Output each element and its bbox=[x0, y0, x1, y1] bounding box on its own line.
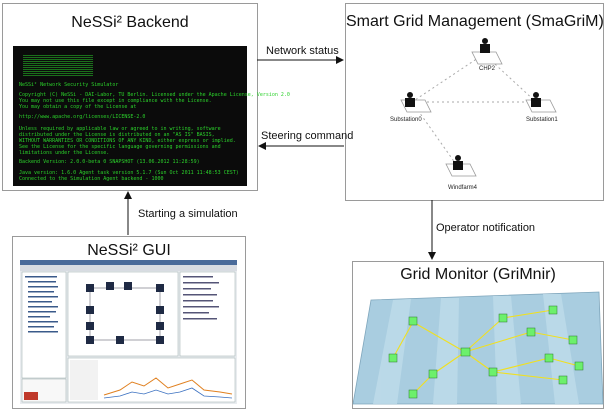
substation1-label: Substation1 bbox=[526, 117, 558, 123]
person-icon bbox=[455, 155, 461, 161]
terminal-line: You may not use this file except in comp… bbox=[19, 98, 212, 104]
person-icon bbox=[407, 92, 413, 98]
person-icon bbox=[533, 92, 539, 98]
windfarm4-node[interactable] bbox=[445, 155, 477, 177]
backend-panel: NeSSi² Backend NeSSi² Network Security S… bbox=[2, 3, 290, 191]
terminal-line: NeSSi² Network Security Simulator bbox=[19, 82, 119, 88]
terminal-line: Copyright (C) NeSSi - DAI-Labor, TU Berl… bbox=[19, 92, 290, 98]
person-icon bbox=[482, 38, 488, 44]
starting-simulation-label: Starting a simulation bbox=[138, 208, 238, 220]
windfarm4-label: Windfarm4 bbox=[448, 185, 478, 191]
steering-command-label: Steering command bbox=[261, 130, 354, 142]
gui-screenshot bbox=[20, 260, 237, 404]
gui-title: NeSSi² GUI bbox=[87, 242, 171, 259]
chp2-label: CHP2 bbox=[479, 66, 496, 72]
terminal-line: See the License for the specific languag… bbox=[19, 144, 221, 150]
smagrim-title: Smart Grid Management (SmaGriM) bbox=[346, 13, 604, 30]
network-status-label: Network status bbox=[266, 45, 339, 57]
grid-monitor-view bbox=[352, 291, 604, 405]
substation0-label: Substation0 bbox=[390, 117, 422, 123]
grimnir-panel: Grid Monitor (GriMnir) bbox=[352, 261, 604, 409]
substation0-node[interactable] bbox=[400, 92, 432, 113]
substation1-node[interactable] bbox=[525, 92, 557, 113]
smagrim-panel: Smart Grid Management (SmaGriM) bbox=[345, 3, 604, 201]
backend-title: NeSSi² Backend bbox=[71, 14, 189, 31]
chp2-node[interactable] bbox=[471, 38, 503, 65]
terminal-line: WITHOUT WARRANTIES OR CONDITIONS OF ANY … bbox=[19, 138, 236, 144]
smagrim-graph bbox=[400, 38, 557, 177]
grimnir-title: Grid Monitor (GriMnir) bbox=[400, 266, 556, 283]
terminal-line: You may obtain a copy of the License at bbox=[19, 104, 137, 110]
terminal-line: http://www.apache.org/licenses/LICENSE-2… bbox=[19, 114, 146, 120]
terminal-line: Backend Version: 2.0.0-beta 0 SNAPSHOT (… bbox=[19, 159, 200, 165]
terminal-line: Java version: 1.6.0 Agent task version 5… bbox=[19, 170, 239, 176]
terminal-line: Connected to the Simulation Agent backen… bbox=[19, 176, 164, 182]
terminal-line: limitations under the License. bbox=[19, 150, 110, 156]
backend-terminal: NeSSi² Network Security Simulator Copyri… bbox=[13, 46, 290, 186]
terminal-line: Unless required by applicable law or agr… bbox=[19, 126, 221, 132]
nessi-ascii-logo bbox=[23, 54, 93, 76]
terminal-line: distributed under the License is distrib… bbox=[19, 132, 215, 138]
operator-notification-label: Operator notification bbox=[436, 222, 536, 234]
gui-panel: NeSSi² GUI bbox=[12, 236, 246, 409]
